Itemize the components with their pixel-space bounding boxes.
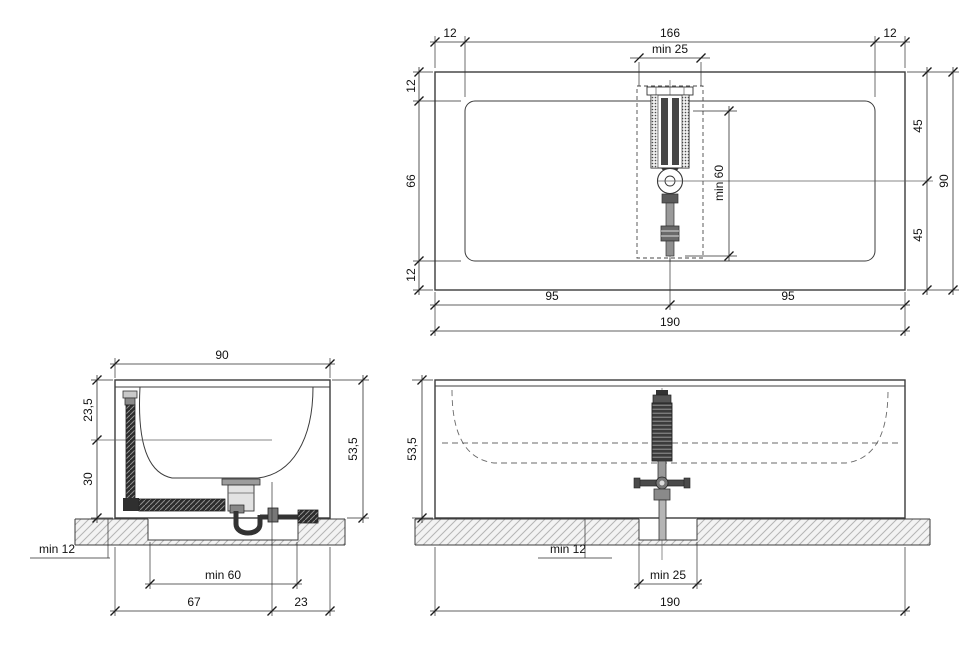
dim-side-rim-to-drain: 23,5 bbox=[81, 398, 95, 422]
dim-plan-min-recess-width: min 25 bbox=[652, 42, 688, 56]
dim-plan-top-offset-right: 12 bbox=[883, 26, 897, 40]
dim-front-overall-width: 190 bbox=[660, 595, 680, 609]
front-hidden-basin-line bbox=[451, 389, 889, 464]
dim-plan-left-inner-length: 66 bbox=[404, 174, 418, 188]
overflow-hose bbox=[125, 404, 136, 501]
dim-plan-top-inner-width: 166 bbox=[660, 26, 680, 40]
dim-plan-bottom-half-left: 95 bbox=[545, 289, 559, 303]
dim-plan-right-half-top: 45 bbox=[911, 119, 925, 133]
overflow-fitting bbox=[122, 390, 138, 399]
dim-plan-bottom-half-right: 95 bbox=[781, 289, 795, 303]
dim-side-drain-to-edge: 23 bbox=[294, 595, 308, 609]
dim-plan-top-offset-left: 12 bbox=[443, 26, 457, 40]
overflow-elbow bbox=[123, 498, 139, 511]
waste-pipe bbox=[138, 498, 226, 512]
side-tub-section bbox=[91, 379, 331, 519]
dim-side-overall-width: 90 bbox=[215, 348, 229, 362]
side-view: 90 23,5 30 53,5 min 12 min 60 bbox=[30, 348, 369, 617]
faucet-knurl-right bbox=[681, 94, 690, 169]
dim-front-min-recess-width: min 25 bbox=[650, 568, 686, 582]
dim-front-min-floor-depth: min 12 bbox=[550, 542, 586, 556]
front-faucet-unit bbox=[633, 388, 691, 560]
drain-flange bbox=[221, 478, 261, 486]
plan-view: 12 166 12 min 25 12 66 12 bbox=[404, 26, 959, 337]
trap-outlet bbox=[297, 509, 319, 524]
front-floor bbox=[414, 518, 931, 546]
dim-plan-bottom-overall: 190 bbox=[660, 315, 680, 329]
dim-side-overall-height: 53,5 bbox=[346, 437, 360, 461]
dim-plan-min-clearance: min 60 bbox=[712, 165, 726, 201]
side-tub-outline bbox=[114, 379, 331, 519]
plan-faucet-unit bbox=[646, 80, 694, 262]
dim-plan-right-half-bottom: 45 bbox=[911, 228, 925, 242]
dim-front-overall-height: 53,5 bbox=[405, 437, 419, 461]
front-faucet-column bbox=[651, 402, 673, 462]
dim-side-drain-to-floor: 30 bbox=[81, 472, 95, 486]
dim-side-min-recess-width: min 60 bbox=[205, 568, 241, 582]
dim-plan-left-offset-top: 12 bbox=[404, 79, 418, 93]
dim-plan-left-offset-bottom: 12 bbox=[404, 268, 418, 282]
front-dimensions: 53,5 min 12 min 25 190 bbox=[405, 374, 911, 617]
plan-dimensions: 12 166 12 min 25 12 66 12 bbox=[404, 26, 959, 337]
front-faucet-tailpipe bbox=[658, 499, 667, 541]
side-basin-profile bbox=[139, 386, 314, 479]
front-view: 53,5 min 12 min 25 190 bbox=[405, 374, 931, 617]
dim-plan-right-overall: 90 bbox=[937, 174, 951, 188]
side-dimensions: 90 23,5 30 53,5 min 12 min 60 bbox=[30, 348, 369, 617]
side-plumbing bbox=[122, 390, 319, 536]
dim-side-drain-offset: 67 bbox=[187, 595, 201, 609]
trap bbox=[233, 511, 263, 536]
faucet-knurl-left bbox=[650, 94, 659, 169]
dim-side-min-floor-depth: min 12 bbox=[39, 542, 75, 556]
front-floor-recess bbox=[639, 519, 697, 540]
